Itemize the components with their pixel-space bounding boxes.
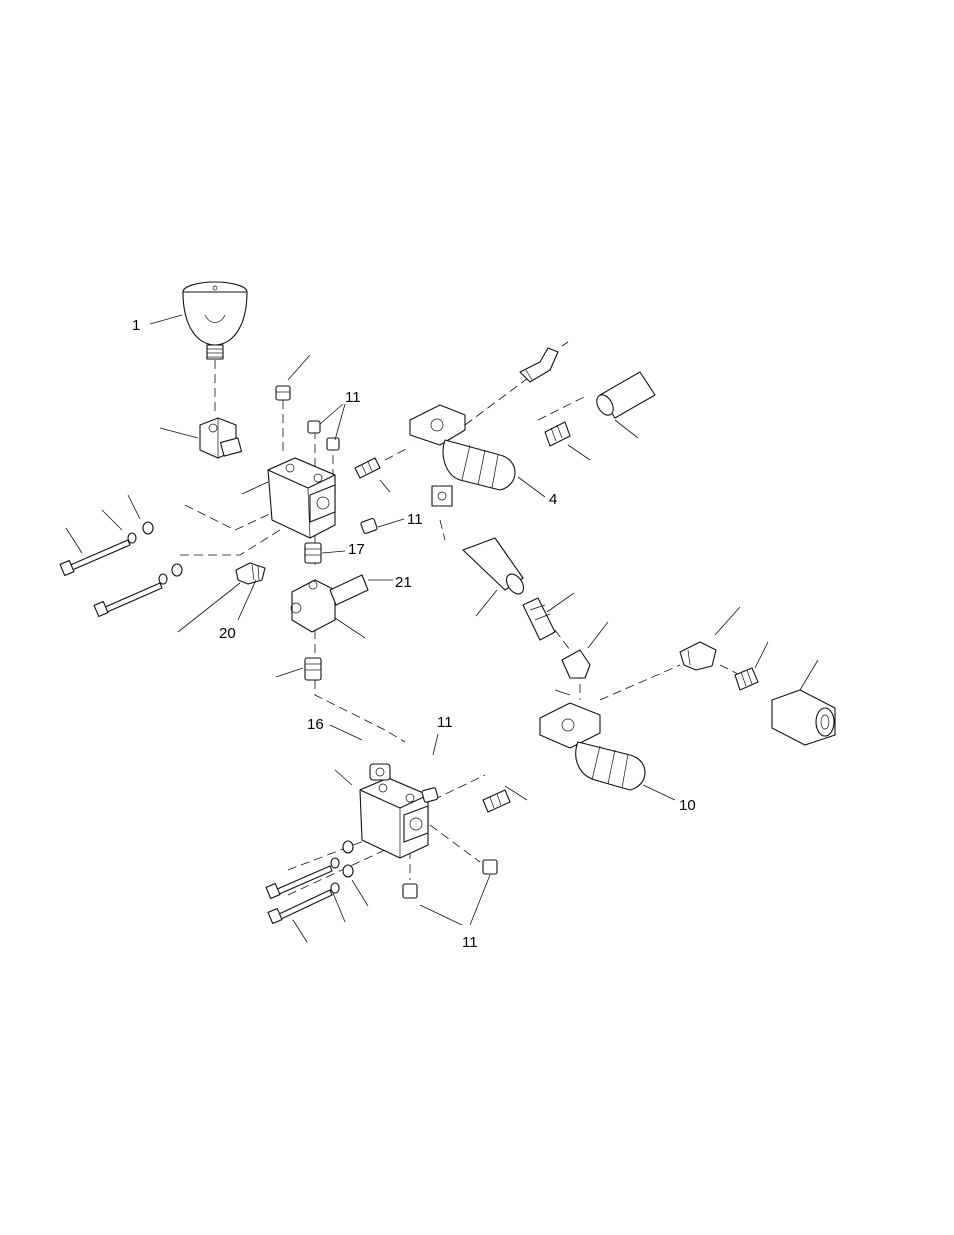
street-elbow-20 (236, 563, 265, 584)
callout-16: 16 (307, 716, 324, 733)
elbow-fitting-lower (562, 650, 590, 678)
callout-21: 21 (395, 574, 412, 591)
quick-coupler (772, 690, 835, 745)
callout-10: 10 (679, 797, 696, 814)
bolts-upper (60, 522, 182, 616)
tee-fitting (200, 418, 242, 458)
callout-4: 4 (549, 491, 557, 508)
elbow-fitting-upper (520, 348, 558, 382)
hose-barb-upper (545, 422, 570, 446)
hex-nipple-lower (483, 790, 510, 812)
lower-filter (540, 703, 645, 790)
hex-nipple-right (735, 668, 758, 690)
callout-17: 17 (348, 541, 365, 558)
assembly-center-lines (180, 360, 740, 895)
pipe-nipple-lower (305, 658, 321, 680)
hex-nipple-upper (355, 458, 380, 478)
callout-20: 20 (219, 625, 236, 642)
ball-valve-21 (291, 575, 368, 632)
callout-11-mid: 11 (407, 511, 423, 528)
upper-manifold-block (268, 458, 335, 538)
callout-11-bottom: 11 (462, 934, 478, 951)
upper-filter (410, 405, 515, 506)
hose-upper (593, 372, 655, 418)
hose-barb-lower (523, 598, 555, 640)
bolts-lower (266, 841, 353, 923)
elbow-fitting-right (680, 642, 716, 670)
accumulator-tank (183, 282, 247, 359)
hose-lower (463, 538, 527, 597)
callout-11-top: 11 (345, 389, 361, 406)
lower-manifold-block (360, 778, 428, 858)
callout-11-lower: 11 (437, 714, 453, 731)
pipe-nipple-17 (305, 543, 321, 563)
callout-1: 1 (132, 317, 140, 334)
